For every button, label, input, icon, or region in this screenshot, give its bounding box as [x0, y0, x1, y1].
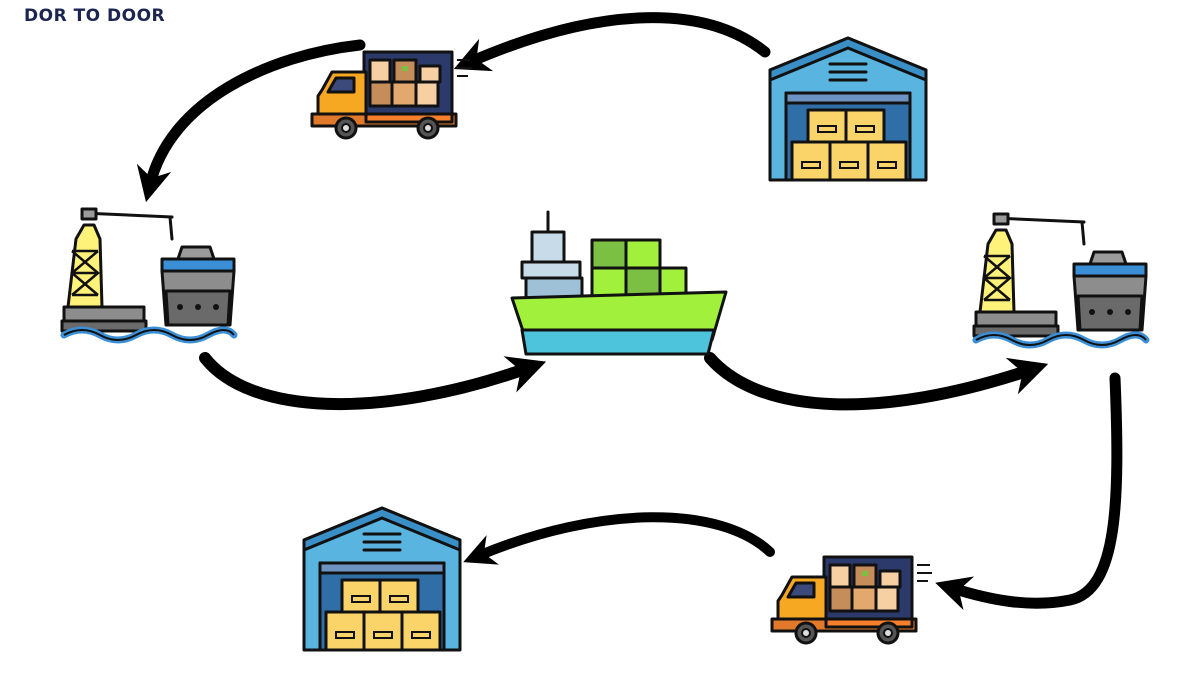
arrow-port-to-truck: [935, 372, 1123, 611]
port-crane-ship-icon: [974, 214, 1146, 345]
warehouse-icon: [768, 36, 928, 182]
arrow-truck-to-warehouse: [463, 512, 775, 565]
arrow-ship-to-port: [704, 352, 1049, 411]
delivery-truck-icon: [310, 50, 474, 140]
arrow-warehouse-to-truck: [453, 12, 771, 72]
delivery-truck-icon: [770, 555, 934, 645]
diagram-title: DOR TO DOOR: [24, 6, 166, 26]
arrow-port-to-ship: [199, 352, 547, 411]
warehouse-icon: [302, 506, 462, 652]
port-crane-ship-icon: [62, 209, 234, 340]
container-ship-icon: [510, 210, 728, 356]
arrow-truck-to-port: [136, 39, 366, 203]
